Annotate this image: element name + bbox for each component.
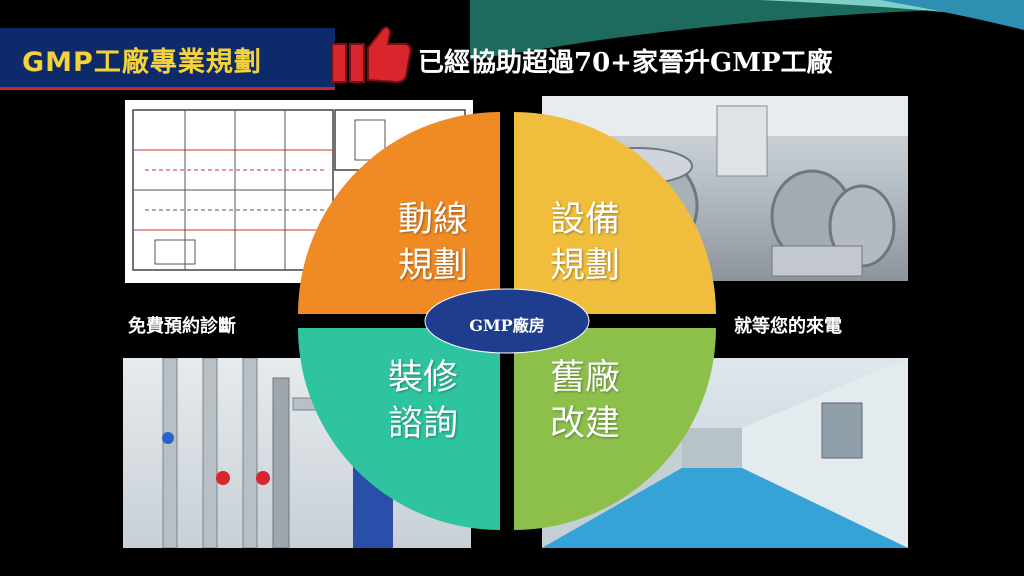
quadrant-bottom-right-line1: 舊廠 (549, 358, 620, 398)
header-swoosh (470, 0, 1024, 60)
quadrant-diagram (298, 112, 716, 530)
quadrant-top-left-line1: 動線 (397, 200, 468, 240)
tagline: 已經協助超過70+家晉升GMP工廠 (418, 48, 833, 78)
quadrant-label-top-right: 設備 規劃 (530, 197, 640, 289)
center-oval (424, 288, 590, 354)
quadrant-top-right-line1: 設備 (549, 200, 620, 240)
thumbs-up-icon (331, 26, 412, 84)
page-title: GMP工廠專業規劃 (22, 47, 262, 78)
center-label: GMP廠房 (469, 316, 545, 335)
quadrant-label-bottom-left: 裝修 諮詢 (368, 355, 478, 447)
quadrant-bottom-left-line1: 裝修 (387, 358, 458, 398)
quadrant-bottom-left-line2: 諮詢 (387, 404, 458, 444)
quadrant-bottom-left (298, 328, 500, 530)
quadrant-top-right-line2: 規劃 (549, 246, 620, 286)
quadrant-top-right (514, 112, 716, 314)
quadrant-top-left (298, 112, 500, 314)
quadrant-bottom-right (514, 328, 716, 530)
quadrant-top-left-line2: 規劃 (397, 246, 468, 286)
quadrant-label-bottom-right: 舊廠 改建 (530, 355, 640, 447)
title-banner (0, 28, 335, 90)
quadrant-bottom-right-line2: 改建 (549, 404, 620, 444)
quadrant-label-top-left: 動線 規劃 (378, 197, 488, 289)
left-note: 免費預約診斷 (128, 316, 236, 337)
right-note: 就等您的來電 (734, 316, 842, 337)
